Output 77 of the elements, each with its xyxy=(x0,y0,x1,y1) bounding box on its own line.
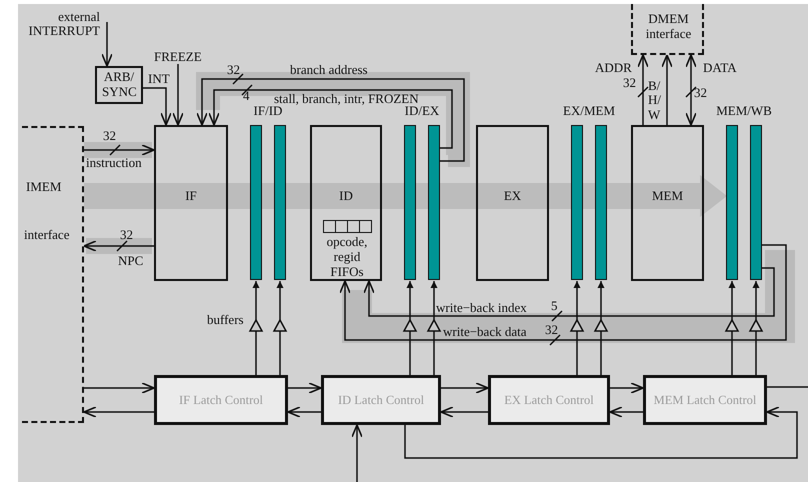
pipeline-stage-box xyxy=(631,125,704,281)
latch-control-box xyxy=(154,375,288,425)
connector-arrow xyxy=(172,64,184,126)
stage-label: ID xyxy=(338,189,354,204)
stage-label: MEM xyxy=(650,189,684,204)
edge-label: external INTERRUPT xyxy=(28,10,100,39)
connector-arrow xyxy=(363,267,775,317)
connector-arrow xyxy=(661,54,673,125)
buffered-control-line xyxy=(574,281,580,375)
latch-control-label: EX Latch Control xyxy=(504,392,594,408)
connector-arrow xyxy=(288,382,322,394)
bus-width-label: 32 xyxy=(103,129,116,144)
stage-label: EX xyxy=(502,189,522,204)
connector-arrow xyxy=(351,424,363,482)
connector-arrow xyxy=(440,406,488,418)
bus-width-label: 32 xyxy=(227,63,240,78)
edge-label: B/ H/ W xyxy=(648,79,662,122)
connector-arrow xyxy=(83,240,154,252)
connector-arrow xyxy=(101,22,113,67)
bus-width-label: 32 xyxy=(545,323,558,338)
note-label: buffers xyxy=(207,313,244,328)
connector-arrow xyxy=(83,406,154,418)
edge-label: INT xyxy=(148,72,170,86)
register-label: EX/MEM xyxy=(563,104,615,119)
connector-arrow xyxy=(441,382,489,394)
latch-control-label: IF Latch Control xyxy=(178,392,263,408)
register-label: IF/ID xyxy=(254,104,282,119)
buffered-control-line xyxy=(406,281,414,375)
connector-arrow xyxy=(208,89,453,149)
connector-arrow xyxy=(610,382,644,394)
connector-arrow xyxy=(143,87,172,126)
bus-width-label: 4 xyxy=(243,89,250,104)
buffered-control-line xyxy=(752,281,760,375)
register-label: MEM/WB xyxy=(716,104,772,119)
edge-label: NPC xyxy=(118,254,144,268)
memory-interface-box xyxy=(631,4,704,55)
latch-control-label: ID Latch Control xyxy=(338,392,424,408)
memory-label: DMEM interface xyxy=(644,12,692,42)
latch-control-box xyxy=(643,375,767,425)
memory-label: interface xyxy=(24,228,70,243)
connector-arrow xyxy=(609,406,643,418)
stage-label: IF xyxy=(184,189,198,204)
edge-label: instruction xyxy=(86,156,142,170)
bus-width-label: 32 xyxy=(623,76,636,90)
pipeline-stage-box xyxy=(154,125,228,281)
buffered-control-line xyxy=(276,281,284,375)
buffered-control-line xyxy=(430,281,438,375)
edge-label: DATA xyxy=(703,61,737,76)
pipeline-stage-box xyxy=(310,125,382,281)
fifo-label: opcode, regid FIFOs xyxy=(326,235,368,280)
bus-width-label: 32 xyxy=(120,228,133,242)
bus-width-label: 32 xyxy=(694,86,707,100)
arbiter-box xyxy=(95,66,143,104)
edge-label: write−back data xyxy=(443,325,526,340)
edge-label: ADDR xyxy=(595,61,632,76)
buffered-control-line xyxy=(728,281,736,375)
latch-control-box xyxy=(488,375,610,425)
connector-arrow xyxy=(637,54,649,125)
memory-interface-box xyxy=(22,126,84,423)
memory-label: IMEM xyxy=(26,180,62,195)
latch-control-box xyxy=(321,375,441,425)
latch-control-label: MEM Latch Control xyxy=(654,392,756,408)
register-label: ID/EX xyxy=(404,104,440,119)
buffered-control-line xyxy=(252,281,260,375)
buffered-control-line xyxy=(598,281,604,375)
connector-arrow xyxy=(404,406,798,459)
box-label: ARB/ SYNC xyxy=(102,70,136,100)
connector-arrow xyxy=(84,382,155,394)
edge-label: FREEZE xyxy=(154,50,202,64)
edge-label: branch address xyxy=(290,63,368,78)
edge-label: write−back index xyxy=(436,301,527,316)
pipeline-stage-box xyxy=(476,125,549,281)
edge-label: stall, branch, intr, FROZEN xyxy=(274,92,419,106)
connector-arrow xyxy=(287,406,321,418)
connector-arrow xyxy=(84,144,155,156)
connector-arrow xyxy=(685,54,697,126)
bus-width-label: 5 xyxy=(551,299,558,314)
